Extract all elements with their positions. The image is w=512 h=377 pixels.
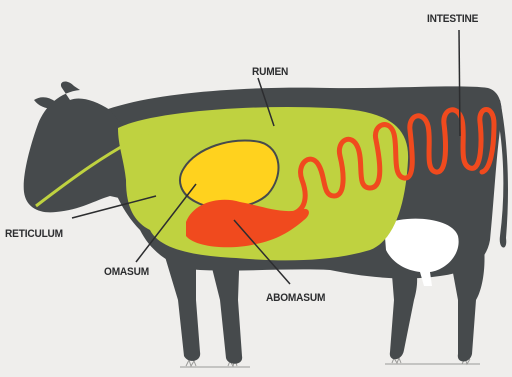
reticulum-label: RETICULUM bbox=[5, 228, 63, 240]
intestine-label: INTESTINE bbox=[427, 13, 478, 25]
omasum-label: OMASUM bbox=[104, 266, 149, 278]
intestine-leader bbox=[459, 30, 460, 136]
rumen-label: RUMEN bbox=[252, 66, 288, 78]
abomasum-label: ABOMASUM bbox=[266, 292, 325, 304]
ground-grass bbox=[180, 358, 480, 367]
